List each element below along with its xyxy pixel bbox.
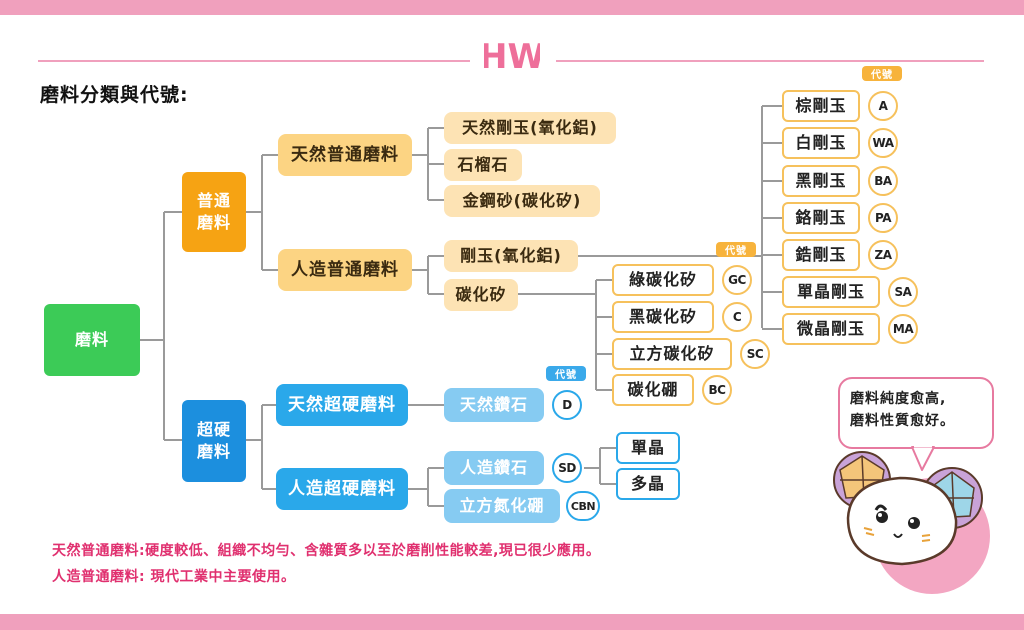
natural-diamond-node: 天然鑽石 (444, 388, 544, 422)
category-superhard-line2: 磨料 (196, 442, 231, 461)
brand-logo: HW (484, 37, 540, 77)
corundum-type-zirconium: 鋯剛玉 (782, 239, 860, 271)
page-title: 磨料分類與代號: (40, 84, 189, 106)
root-node-abrasive: 磨料 (44, 304, 140, 376)
natural-superhard-abrasive: 天然超硬磨料 (276, 384, 408, 426)
code-tag-corundum: 代號 (716, 242, 756, 257)
natural-common-abrasive: 天然普通磨料 (278, 134, 412, 176)
code-GC: GC (722, 265, 752, 295)
speech-bubble (838, 377, 994, 449)
bottom-band (0, 614, 1024, 630)
artificial-diamond-node: 人造鑽石 (444, 451, 544, 485)
bubble-line-1: 磨料純度愈高, (850, 391, 947, 407)
category-common-line2: 磨料 (196, 213, 231, 232)
header-divider-right (556, 60, 984, 62)
note-natural-common: 天然普通磨料:硬度較低、組織不均勻、含雜質多以至於磨削性能較差,現已很少應用。 (52, 543, 601, 559)
corundum-type-brown: 棕剛玉 (782, 90, 860, 122)
corundum-type-black: 黑剛玉 (782, 165, 860, 197)
speech-bubble-text: 磨料純度愈高, 磨料性質愈好。 (850, 388, 990, 433)
artificial-superhard-abrasive: 人造超硬磨料 (276, 468, 408, 510)
code-tag-corundum-types: 代號 (862, 66, 902, 81)
silicon-carbide-node: 碳化矽 (444, 279, 518, 311)
code-C: C (722, 302, 752, 332)
diamond-form-single: 單晶 (616, 432, 680, 464)
corundum-type-microcrystal: 微晶剛玉 (782, 313, 880, 345)
diamond-form-poly: 多晶 (616, 468, 680, 500)
category-superhard-abrasive: 超硬 磨料 (182, 400, 246, 482)
header-divider-left (38, 60, 470, 62)
code-BA: BA (868, 166, 898, 196)
sic-type-green: 綠碳化矽 (612, 264, 714, 296)
code-ZA: ZA (868, 240, 898, 270)
boron-carbide-node: 碳化硼 (612, 374, 694, 406)
mascot-face (846, 476, 958, 566)
logo-text: HW (484, 37, 540, 77)
code-MA: MA (888, 314, 918, 344)
bubble-line-2: 磨料性質愈好。 (850, 413, 955, 430)
code-SA: SA (888, 277, 918, 307)
code-WA: WA (868, 128, 898, 158)
code-tag-diamond: 代號 (546, 366, 586, 381)
artificial-common-abrasive: 人造普通磨料 (278, 249, 412, 291)
sic-type-black: 黑碳化矽 (612, 301, 714, 333)
natural-corundum-node: 天然剛玉(氧化鋁) (444, 112, 616, 144)
corundum-type-chromium: 鉻剛玉 (782, 202, 860, 234)
note-artificial-common: 人造普通磨料: 現代工業中主要使用。 (52, 569, 296, 585)
corundum-type-single-crystal: 單晶剛玉 (782, 276, 880, 308)
code-A: A (868, 91, 898, 121)
cbn-node: 立方氮化硼 (444, 489, 560, 523)
category-superhard-line1: 超硬 (196, 420, 231, 440)
code-CBN: CBN (566, 491, 600, 521)
code-D: D (552, 390, 582, 420)
code-PA: PA (868, 203, 898, 233)
top-band (0, 0, 1024, 15)
category-common-line1: 普通 (196, 191, 231, 211)
sic-type-cubic: 立方碳化矽 (612, 338, 732, 370)
code-SC: SC (740, 339, 770, 369)
corundum-type-white: 白剛玉 (782, 127, 860, 159)
category-common-abrasive: 普通 磨料 (182, 172, 246, 252)
code-BC: BC (702, 375, 732, 405)
corundum-node: 剛玉(氧化鋁) (444, 240, 578, 272)
garnet-node: 石榴石 (444, 149, 522, 181)
emery-node: 金鋼砂(碳化矽) (444, 185, 600, 217)
code-SD: SD (552, 453, 582, 483)
